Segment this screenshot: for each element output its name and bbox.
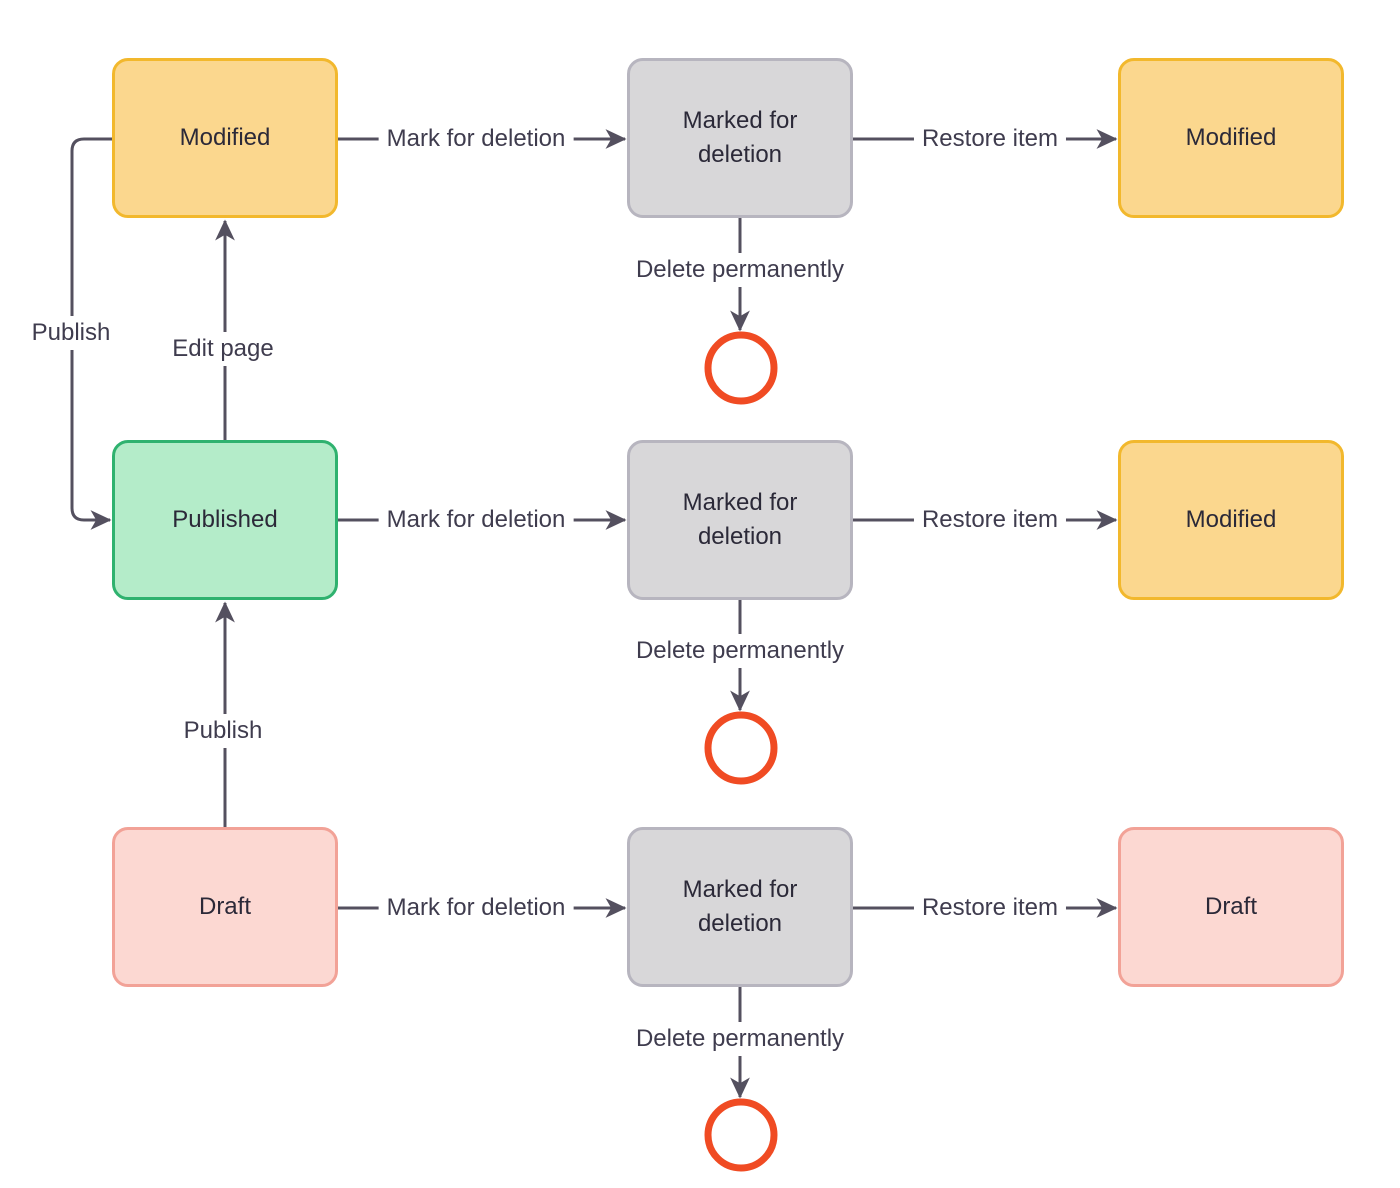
node-modified-restored-2: Modified (1118, 440, 1344, 600)
edge-label-delete-permanently-1: Delete permanently (627, 253, 853, 287)
edge-label-publish-from-draft: Publish (175, 714, 271, 748)
node-published: Published (112, 440, 338, 600)
node-modified-top: Modified (112, 58, 338, 218)
edge-label-publish-from-modified: Publish (23, 316, 119, 350)
edge-label-delete-permanently-2: Delete permanently (627, 634, 853, 668)
node-modified-restored: Modified (1118, 58, 1344, 218)
edge-label-mark-for-deletion-2: Mark for deletion (378, 503, 574, 537)
edge-label-edit-page: Edit page (164, 332, 282, 366)
node-marked-for-deletion-2: Marked for deletion (627, 440, 853, 600)
terminal-state-icon-1 (704, 331, 778, 405)
edge-label-restore-item-1: Restore item (913, 122, 1067, 156)
terminal-state-icon-3 (704, 1098, 778, 1172)
edge-label-delete-permanently-3: Delete permanently (627, 1022, 853, 1056)
node-marked-for-deletion-3: Marked for deletion (627, 827, 853, 987)
terminal-state-icon-2 (704, 711, 778, 785)
edge-label-mark-for-deletion-1: Mark for deletion (378, 122, 574, 156)
node-draft-restored: Draft (1118, 827, 1344, 987)
node-draft: Draft (112, 827, 338, 987)
edge-label-restore-item-2: Restore item (913, 503, 1067, 537)
edge-label-restore-item-3: Restore item (913, 891, 1067, 925)
edge-label-mark-for-deletion-3: Mark for deletion (378, 891, 574, 925)
node-marked-for-deletion-1: Marked for deletion (627, 58, 853, 218)
